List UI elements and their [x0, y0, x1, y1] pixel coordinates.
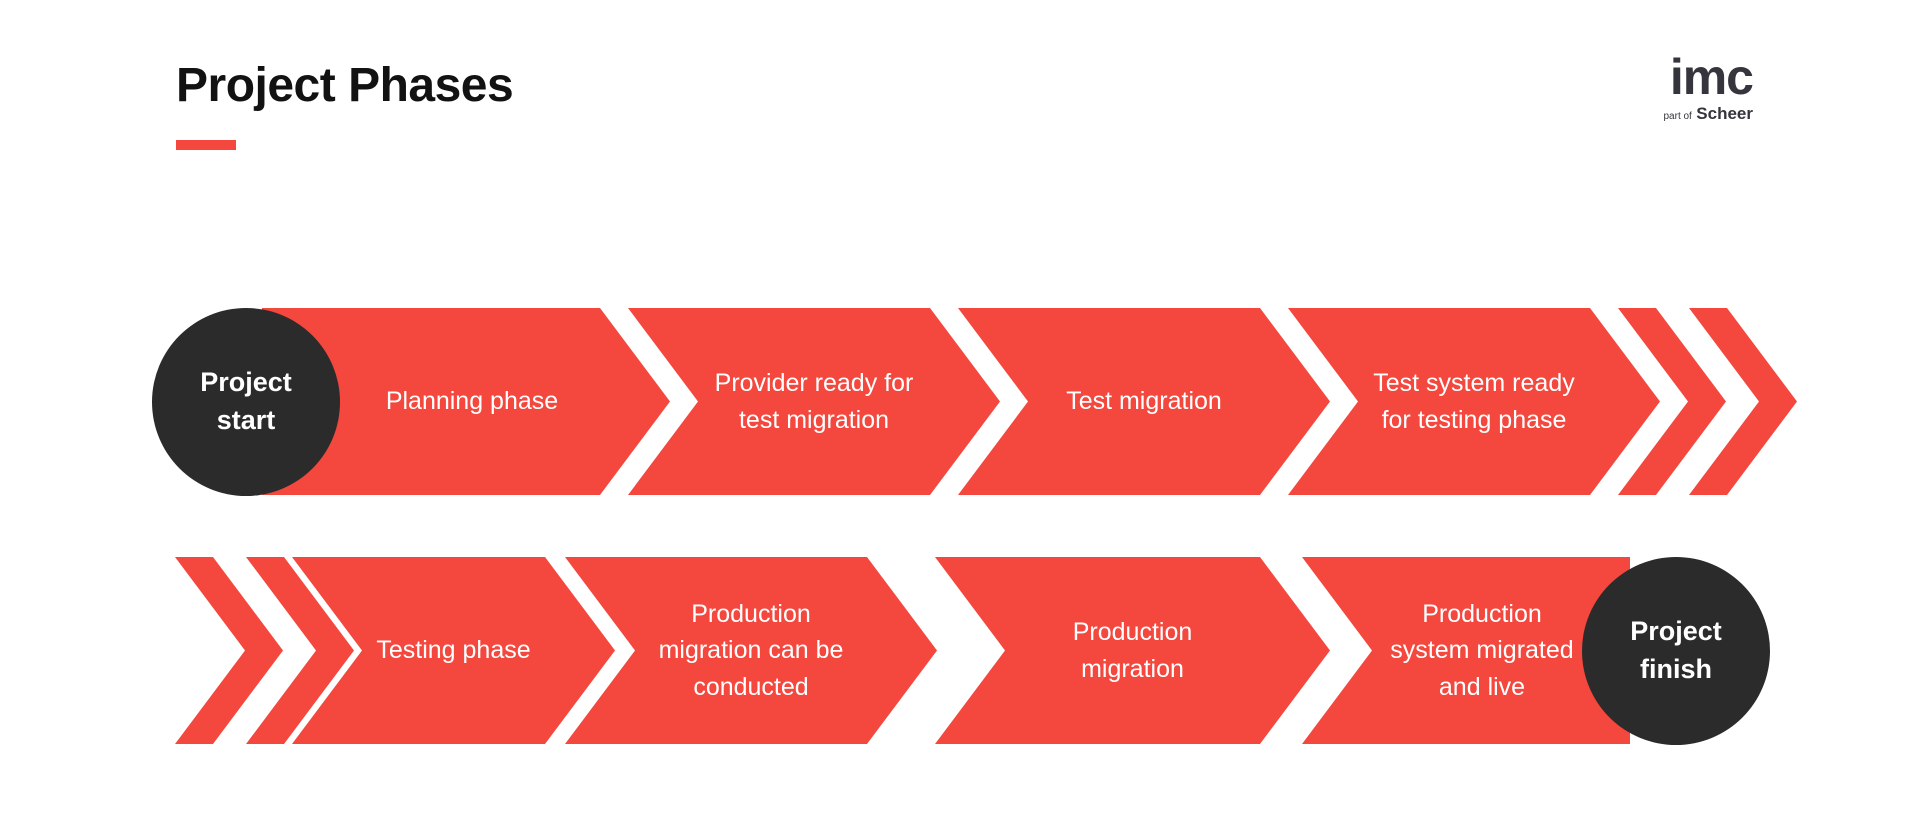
- phase-label: Testing phase: [376, 636, 531, 665]
- imc-logo-wordmark: imc: [1669, 49, 1754, 105]
- milestone-label: Project start: [200, 367, 292, 435]
- phase-arrow-test-system-ready: Test system ready for testing phase: [1288, 308, 1660, 495]
- phase-label: Provider ready for test migration: [714, 369, 914, 434]
- chevron-band-icon: [175, 557, 283, 744]
- page-title: Project Phases: [176, 59, 514, 112]
- project-start-milestone: Project start: [152, 308, 340, 496]
- phase-row-1: Planning phase Provider ready for test m…: [0, 308, 1921, 496]
- phase-row-2: Testing phase Production migration can b…: [0, 557, 1921, 745]
- phase-arrow-test-migration: Test migration: [958, 308, 1330, 495]
- phase-arrow-provider-ready: Provider ready for test migration: [628, 308, 1000, 495]
- logo-tagline-brand: Scheer: [1696, 104, 1753, 123]
- phase-label: Production migration can be conducted: [658, 600, 844, 701]
- logo-tagline-prefix: part of: [1663, 111, 1692, 122]
- phase-arrow-production-migration-ready: Production migration can be conducted: [565, 557, 937, 744]
- milestone-label: Project finish: [1630, 616, 1722, 684]
- imc-logo-tagline: part of Scheer: [1663, 104, 1753, 124]
- phase-label: Production system migrated and live: [1390, 600, 1574, 701]
- phase-arrow-production-migration: Production migration: [935, 557, 1330, 744]
- project-finish-milestone: Project finish: [1582, 557, 1770, 745]
- phase-arrow-production-live: Production system migrated and live: [1302, 557, 1630, 744]
- phase-label: Production migration: [1072, 618, 1193, 683]
- phase-label: Test system ready for testing phase: [1373, 369, 1575, 434]
- imc-logo: imc part of Scheer: [1663, 49, 1754, 124]
- title-underline: [176, 140, 236, 150]
- phase-label: Planning phase: [385, 387, 559, 416]
- phase-label: Test migration: [1066, 387, 1222, 416]
